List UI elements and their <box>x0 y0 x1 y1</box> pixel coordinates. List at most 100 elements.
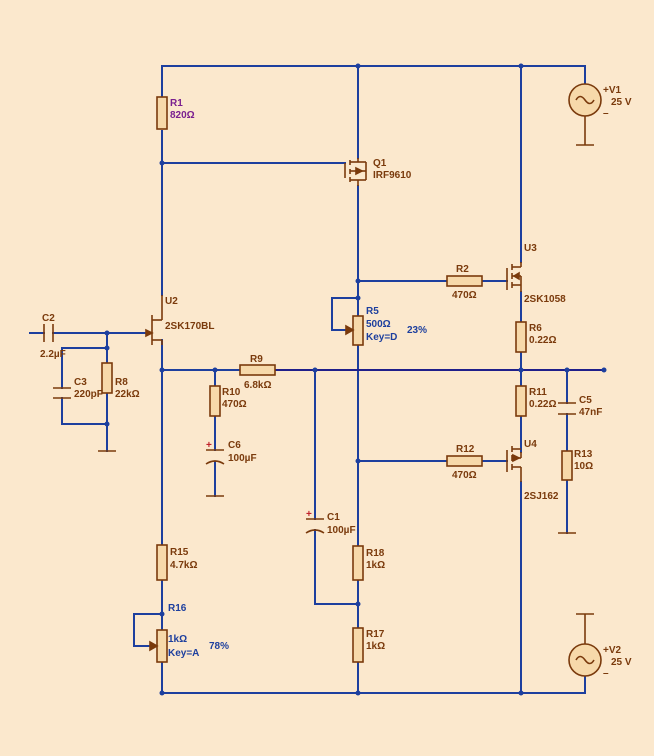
v1-value: 25 V <box>611 97 632 108</box>
wire-r5-wiper <box>331 297 359 331</box>
voltage-source-v2 <box>568 614 602 677</box>
r5-percent: 23% <box>407 325 428 336</box>
junction-dot <box>159 367 165 373</box>
r13-value: 10Ω <box>574 461 594 472</box>
c1-plus: + <box>306 509 312 520</box>
q1-name: Q1 <box>373 158 387 169</box>
resistor-r17 <box>352 627 364 663</box>
mosfet-q1 <box>344 158 367 186</box>
r17-name: R17 <box>366 629 385 640</box>
r16-value: 1kΩ <box>168 634 188 645</box>
junction-dot <box>104 421 110 427</box>
r15-name: R15 <box>170 547 189 558</box>
junction-dot <box>159 160 165 166</box>
resistor-r9 <box>239 364 276 376</box>
jfet-u2 <box>145 295 163 345</box>
resistor-r1 <box>156 96 168 130</box>
resistor-r13 <box>561 450 573 481</box>
c6-value: 100µF <box>228 453 257 464</box>
junction-dot <box>518 690 524 696</box>
q1-part: IRF9610 <box>373 170 412 181</box>
resistor-r15 <box>156 544 168 581</box>
junction-dot <box>212 367 218 373</box>
junctions <box>104 63 607 696</box>
junction-dot <box>355 690 361 696</box>
v2-value: 25 V <box>611 657 632 668</box>
r18-value: 1kΩ <box>366 560 386 571</box>
junction-dot <box>159 611 165 617</box>
r5-name: R5 <box>366 306 379 317</box>
junction-dot <box>601 367 607 373</box>
resistor-r6 <box>515 321 527 353</box>
r8-name: R8 <box>115 377 128 388</box>
r16-wiper-arrow <box>149 640 159 652</box>
u3-part: 2SK1058 <box>524 294 566 305</box>
c2-value: 2.2µF <box>40 349 66 360</box>
u4-part: 2SJ162 <box>524 491 559 502</box>
r9-value: 6.8kΩ <box>244 380 272 391</box>
r15-value: 4.7kΩ <box>170 560 198 571</box>
r16-percent: 78% <box>209 641 230 652</box>
components <box>43 83 602 677</box>
c5-name: C5 <box>579 395 592 406</box>
resistor-r2 <box>446 275 483 287</box>
r11-value: 0.22Ω <box>529 399 557 410</box>
c1-value: 100µF <box>327 525 356 536</box>
capacitor-c2 <box>43 324 54 342</box>
r10-value: 470Ω <box>222 399 247 410</box>
junction-dot <box>159 690 165 696</box>
junction-dot <box>312 367 318 373</box>
r8-value: 22kΩ <box>115 389 140 400</box>
wire-c3-bottom <box>61 397 108 425</box>
c3-value: 220pF <box>74 389 103 400</box>
r2-name: R2 <box>456 264 469 275</box>
u4-name: U4 <box>524 439 537 450</box>
r5-key: Key=D <box>366 332 398 343</box>
r16-key: Key=A <box>168 648 200 659</box>
r17-value: 1kΩ <box>366 641 386 652</box>
capacitor-c6 <box>205 449 225 465</box>
c6-plus: + <box>206 440 212 451</box>
wire-c3-loop <box>61 347 108 389</box>
resistor-r11 <box>515 385 527 417</box>
resistor-r8 <box>101 362 113 394</box>
mosfet-u3 <box>506 262 522 292</box>
wire-c1-bottom <box>314 529 359 605</box>
r6-name: R6 <box>529 323 542 334</box>
c2-name: C2 <box>42 313 55 324</box>
c1-name: C1 <box>327 512 340 523</box>
voltage-source-v1 <box>568 83 602 145</box>
r12-value: 470Ω <box>452 470 477 481</box>
r10-name: R10 <box>222 387 241 398</box>
r2-value: 470Ω <box>452 290 477 301</box>
junction-dot <box>355 63 361 69</box>
junction-dot <box>104 330 110 336</box>
r6-value: 0.22Ω <box>529 335 557 346</box>
capacitor-c3 <box>53 387 71 399</box>
v1-name: +V1 <box>603 85 622 96</box>
c3-name: C3 <box>74 377 87 388</box>
r1-value: 820Ω <box>170 110 195 121</box>
resistor-r10 <box>209 385 221 417</box>
u3-name: U3 <box>524 243 537 254</box>
capacitor-c1 <box>305 518 325 534</box>
resistor-r18 <box>352 545 364 581</box>
v1-minus: – <box>603 108 609 119</box>
junction-dot <box>355 458 361 464</box>
r5-value: 500Ω <box>366 319 391 330</box>
r18-name: R18 <box>366 548 385 559</box>
v2-name: +V2 <box>603 645 622 656</box>
r5-wiper-arrow <box>345 324 355 336</box>
resistor-r5 <box>352 315 364 346</box>
r12-name: R12 <box>456 444 475 455</box>
u2-name: U2 <box>165 296 178 307</box>
junction-dot <box>355 278 361 284</box>
junction-dot <box>355 601 361 607</box>
r9-name: R9 <box>250 354 263 365</box>
junction-dot <box>104 345 110 351</box>
mosfet-u4 <box>506 446 522 482</box>
u2-part: 2SK170BL <box>165 321 215 332</box>
junction-dot <box>518 63 524 69</box>
